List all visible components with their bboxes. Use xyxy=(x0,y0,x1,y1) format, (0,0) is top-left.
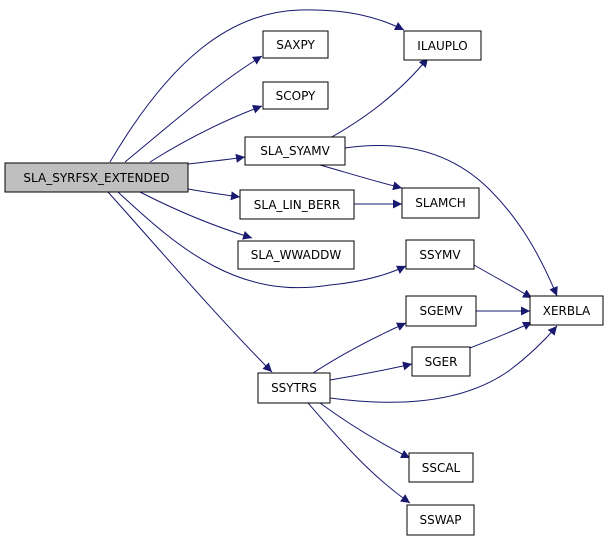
node-sswap[interactable]: SSWAP xyxy=(406,504,475,536)
edge-sla-syamv-xerbla xyxy=(344,144,558,297)
edge-ssytrs-sger xyxy=(329,361,413,381)
node-ssytrs[interactable]: SSYTRS xyxy=(257,372,331,404)
svg-text:SCOPY: SCOPY xyxy=(276,89,316,103)
edge-sger-xerbla xyxy=(469,321,533,349)
edge-root-ssytrs xyxy=(107,191,273,373)
node-sscal[interactable]: SSCAL xyxy=(408,452,474,483)
edge-root-scopy xyxy=(149,104,263,163)
node-sla-syamv[interactable]: SLA_SYAMV xyxy=(244,136,346,166)
nodes: SLA_SYRFSX_EXTENDED SAXPY SCOPY SLA_SYAM… xyxy=(4,30,604,536)
svg-text:SSCAL: SSCAL xyxy=(422,461,461,475)
node-sla-syrfsx-extended[interactable]: SLA_SYRFSX_EXTENDED xyxy=(4,162,189,193)
edge-root-ilauplo xyxy=(109,9,405,163)
node-sla-wwaddw[interactable]: SLA_WWADDW xyxy=(237,240,355,270)
svg-text:SGEMV: SGEMV xyxy=(419,304,463,318)
svg-text:SSWAP: SSWAP xyxy=(420,513,462,527)
svg-text:SSYMV: SSYMV xyxy=(419,248,461,262)
edge-ssytrs-sscal xyxy=(319,402,411,459)
edge-ssytrs-sgemv xyxy=(309,322,407,376)
node-sger[interactable]: SGER xyxy=(411,346,471,377)
svg-text:SLA_SYAMV: SLA_SYAMV xyxy=(260,144,330,158)
edge-ssytrs-sswap xyxy=(307,402,411,504)
edge-ssymv-xerbla xyxy=(473,264,533,299)
edge-root-sla-lin-berr xyxy=(187,188,241,201)
node-xerbla[interactable]: XERBLA xyxy=(529,295,604,326)
edges xyxy=(107,9,558,504)
edge-root-saxpy xyxy=(124,55,263,163)
edge-sla-syamv-ilauplo xyxy=(329,57,429,139)
svg-text:SLA_LIN_BERR: SLA_LIN_BERR xyxy=(254,198,340,212)
edge-root-sla-wwaddw xyxy=(139,191,253,240)
svg-text:SAXPY: SAXPY xyxy=(276,38,315,52)
svg-text:SSYTRS: SSYTRS xyxy=(271,381,317,395)
svg-text:SGER: SGER xyxy=(425,355,458,369)
node-ilauplo[interactable]: ILAUPLO xyxy=(403,30,482,61)
svg-text:XERBLA: XERBLA xyxy=(543,304,591,318)
edge-ssytrs-xerbla xyxy=(329,325,558,403)
edge-root-ssymv xyxy=(117,191,407,289)
edge-sla-syamv-slamch xyxy=(319,164,403,191)
node-ssymv[interactable]: SSYMV xyxy=(405,239,475,270)
svg-text:SLA_SYRFSX_EXTENDED: SLA_SYRFSX_EXTENDED xyxy=(23,171,169,185)
node-sla-lin-berr[interactable]: SLA_LIN_BERR xyxy=(239,189,355,220)
edge-root-sla-syamv xyxy=(187,153,246,165)
node-scopy[interactable]: SCOPY xyxy=(262,81,329,110)
node-sgemv[interactable]: SGEMV xyxy=(405,295,477,327)
svg-text:SLAMCH: SLAMCH xyxy=(415,196,466,210)
node-saxpy[interactable]: SAXPY xyxy=(262,30,329,59)
svg-text:ILAUPLO: ILAUPLO xyxy=(417,39,467,53)
svg-text:SLA_WWADDW: SLA_WWADDW xyxy=(251,248,342,262)
node-slamch[interactable]: SLAMCH xyxy=(401,187,480,219)
